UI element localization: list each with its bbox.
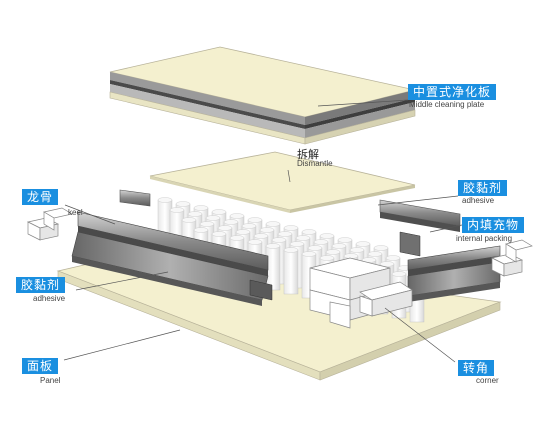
keel-left bbox=[71, 211, 273, 306]
packing-cell-top bbox=[169, 207, 185, 213]
keel-tag: 龙骨 bbox=[22, 189, 59, 205]
packing-cell-top bbox=[355, 241, 371, 247]
adhesive-bottom-caption: adhesive bbox=[33, 294, 66, 303]
packing-cell-top bbox=[229, 235, 245, 241]
keel-caption: keel bbox=[68, 208, 83, 217]
adhesive-top-tag: 胶黏剂 bbox=[458, 180, 508, 196]
packing-cell-top bbox=[241, 223, 257, 229]
packing-cell-top bbox=[223, 219, 239, 225]
packing-cell-top bbox=[289, 241, 305, 247]
packing-cell-top bbox=[193, 227, 209, 233]
packing-cell-top bbox=[319, 255, 335, 261]
packing-cell-top bbox=[181, 217, 197, 223]
keel-right bbox=[399, 231, 501, 302]
packing-cell-top bbox=[373, 245, 389, 251]
packing-cell-top bbox=[349, 247, 365, 253]
middle-plate-tag: 中置式净化板 bbox=[408, 84, 497, 100]
packing-cell-top bbox=[325, 249, 341, 255]
middle-plate-caption: Middle cleaning plate bbox=[409, 100, 485, 109]
packing-cell-top bbox=[391, 271, 407, 277]
packing-cell-top bbox=[229, 213, 245, 219]
packing-cell-top bbox=[337, 237, 353, 243]
keel-rear bbox=[119, 189, 461, 232]
packing-cell-top bbox=[253, 233, 269, 239]
packing-cell-top bbox=[187, 211, 203, 217]
packing-cell-top bbox=[199, 221, 215, 227]
packing-cell-top bbox=[259, 227, 275, 233]
packing-cell-top bbox=[301, 229, 317, 235]
packing-cell-top bbox=[379, 261, 395, 267]
packing-cell-top bbox=[307, 245, 323, 251]
packing-cell-top bbox=[319, 233, 335, 239]
packing-cell-top bbox=[271, 237, 287, 243]
panel-caption: Panel bbox=[40, 376, 61, 385]
internal-packing-tag: 内填充物 bbox=[462, 217, 525, 233]
packing-cell-top bbox=[367, 251, 383, 257]
adhesive-top-caption: adhesive bbox=[462, 196, 495, 205]
packing-cell-top bbox=[217, 225, 233, 231]
packing-cell bbox=[283, 249, 299, 295]
dismantle-caption: Dismantle bbox=[297, 159, 333, 168]
corner-tag: 转角 bbox=[458, 360, 495, 376]
packing-cell-top bbox=[175, 201, 191, 207]
middle-cleaning-plate-assembled bbox=[109, 46, 416, 145]
corner-blocks bbox=[26, 207, 533, 329]
packing-cell-top bbox=[295, 235, 311, 241]
packing-cell-top bbox=[193, 205, 209, 211]
packing-cell-top bbox=[301, 251, 317, 257]
packing-cell-top bbox=[331, 243, 347, 249]
internal-packing-caption: internal packing bbox=[456, 234, 513, 243]
packing-cell-top bbox=[211, 209, 227, 215]
dismantle-label: 拆解 bbox=[297, 148, 319, 161]
packing-cell-top bbox=[205, 215, 221, 221]
packing-cell-top bbox=[211, 231, 227, 237]
adhesive-sheet-top bbox=[149, 151, 416, 213]
packing-cell-top bbox=[265, 221, 281, 227]
packing-cell-top bbox=[313, 239, 329, 245]
packing-cell-top bbox=[343, 253, 359, 259]
packing-cell-top bbox=[265, 243, 281, 249]
packing-cell-top bbox=[247, 217, 263, 223]
packing-cell-top bbox=[277, 231, 293, 237]
packing-cell-top bbox=[247, 239, 263, 245]
adhesive-bottom-tag: 胶黏剂 bbox=[16, 277, 66, 293]
leader-lines bbox=[63, 99, 463, 363]
packing-cell-top bbox=[283, 247, 299, 253]
packing-cell-top bbox=[235, 229, 251, 235]
packing-cell-top bbox=[283, 225, 299, 231]
corner-caption: corner bbox=[476, 376, 499, 385]
packing-cell-top bbox=[157, 197, 173, 203]
packing-cell-top bbox=[385, 255, 401, 261]
panel-tag: 面板 bbox=[22, 358, 59, 374]
